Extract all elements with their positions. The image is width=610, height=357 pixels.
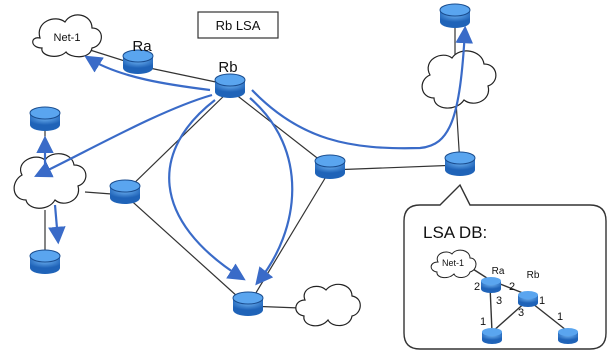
flood-arrow-to-top-right	[251, 25, 474, 150]
link-r3-r4	[124, 194, 249, 307]
router-ra	[122, 49, 154, 74]
link-r5-r4	[247, 169, 331, 307]
router-r6	[444, 151, 476, 176]
db-ra-label: Ra	[492, 266, 505, 277]
rb-lsa-title-box: Rb LSA	[197, 11, 279, 39]
cloud-top-right	[421, 50, 497, 109]
flood-arrow-to-r4-right	[249, 97, 294, 286]
db-cost-rb-down: 3	[518, 307, 524, 319]
db-router-leaf-left	[482, 328, 502, 344]
rb-lsa-title: Rb LSA	[216, 18, 261, 33]
db-cost-right-leaf: 1	[557, 311, 563, 323]
router-r1	[29, 106, 61, 131]
net1-label: Net-1	[54, 32, 81, 44]
db-router-leaf-right	[558, 328, 578, 344]
link-ra-net1	[89, 49, 129, 63]
link-rb-r5	[229, 89, 331, 169]
db-router-ra	[481, 277, 501, 293]
db-router-rb	[518, 291, 538, 307]
db-cost-ra-down: 3	[496, 295, 502, 307]
db-cloud-net1: Net-1	[430, 249, 477, 279]
router-ra-label: Ra	[132, 38, 152, 55]
db-cost-net1-ra: 2	[474, 281, 480, 293]
cloud-bottom	[295, 283, 361, 327]
router-r4	[232, 291, 264, 316]
lsa-db-title: LSA DB:	[423, 223, 487, 242]
cloud-net1: Net-1	[32, 14, 102, 58]
lsa-db-graph: Net-1 Ra Rb	[430, 249, 578, 344]
lsa-flood-arrows	[34, 25, 474, 286]
flood-arrow-to-r2	[48, 204, 66, 245]
db-rb-label: Rb	[527, 270, 540, 281]
router-r5	[314, 154, 346, 179]
db-cost-ra-rb: 2	[509, 281, 515, 293]
db-cost-rb-right: 1	[539, 295, 545, 307]
router-r3	[109, 179, 141, 204]
router-r2	[29, 249, 61, 274]
cloud-left	[13, 153, 87, 209]
router-rb	[214, 73, 246, 98]
db-cost-left-leaf: 1	[480, 316, 486, 328]
network-links	[44, 20, 461, 309]
link-r5-r6	[329, 164, 461, 171]
db-net1-label: Net-1	[442, 258, 464, 268]
flood-arrow-to-leftcloud	[34, 93, 213, 178]
router-rb-label: Rb	[218, 59, 237, 76]
flood-arrow-to-r4-left	[168, 99, 246, 281]
flood-arrow-to-net1	[84, 55, 211, 92]
lsa-db-callout: LSA DB: Net-1	[403, 183, 607, 350]
router-top-right	[439, 3, 471, 28]
